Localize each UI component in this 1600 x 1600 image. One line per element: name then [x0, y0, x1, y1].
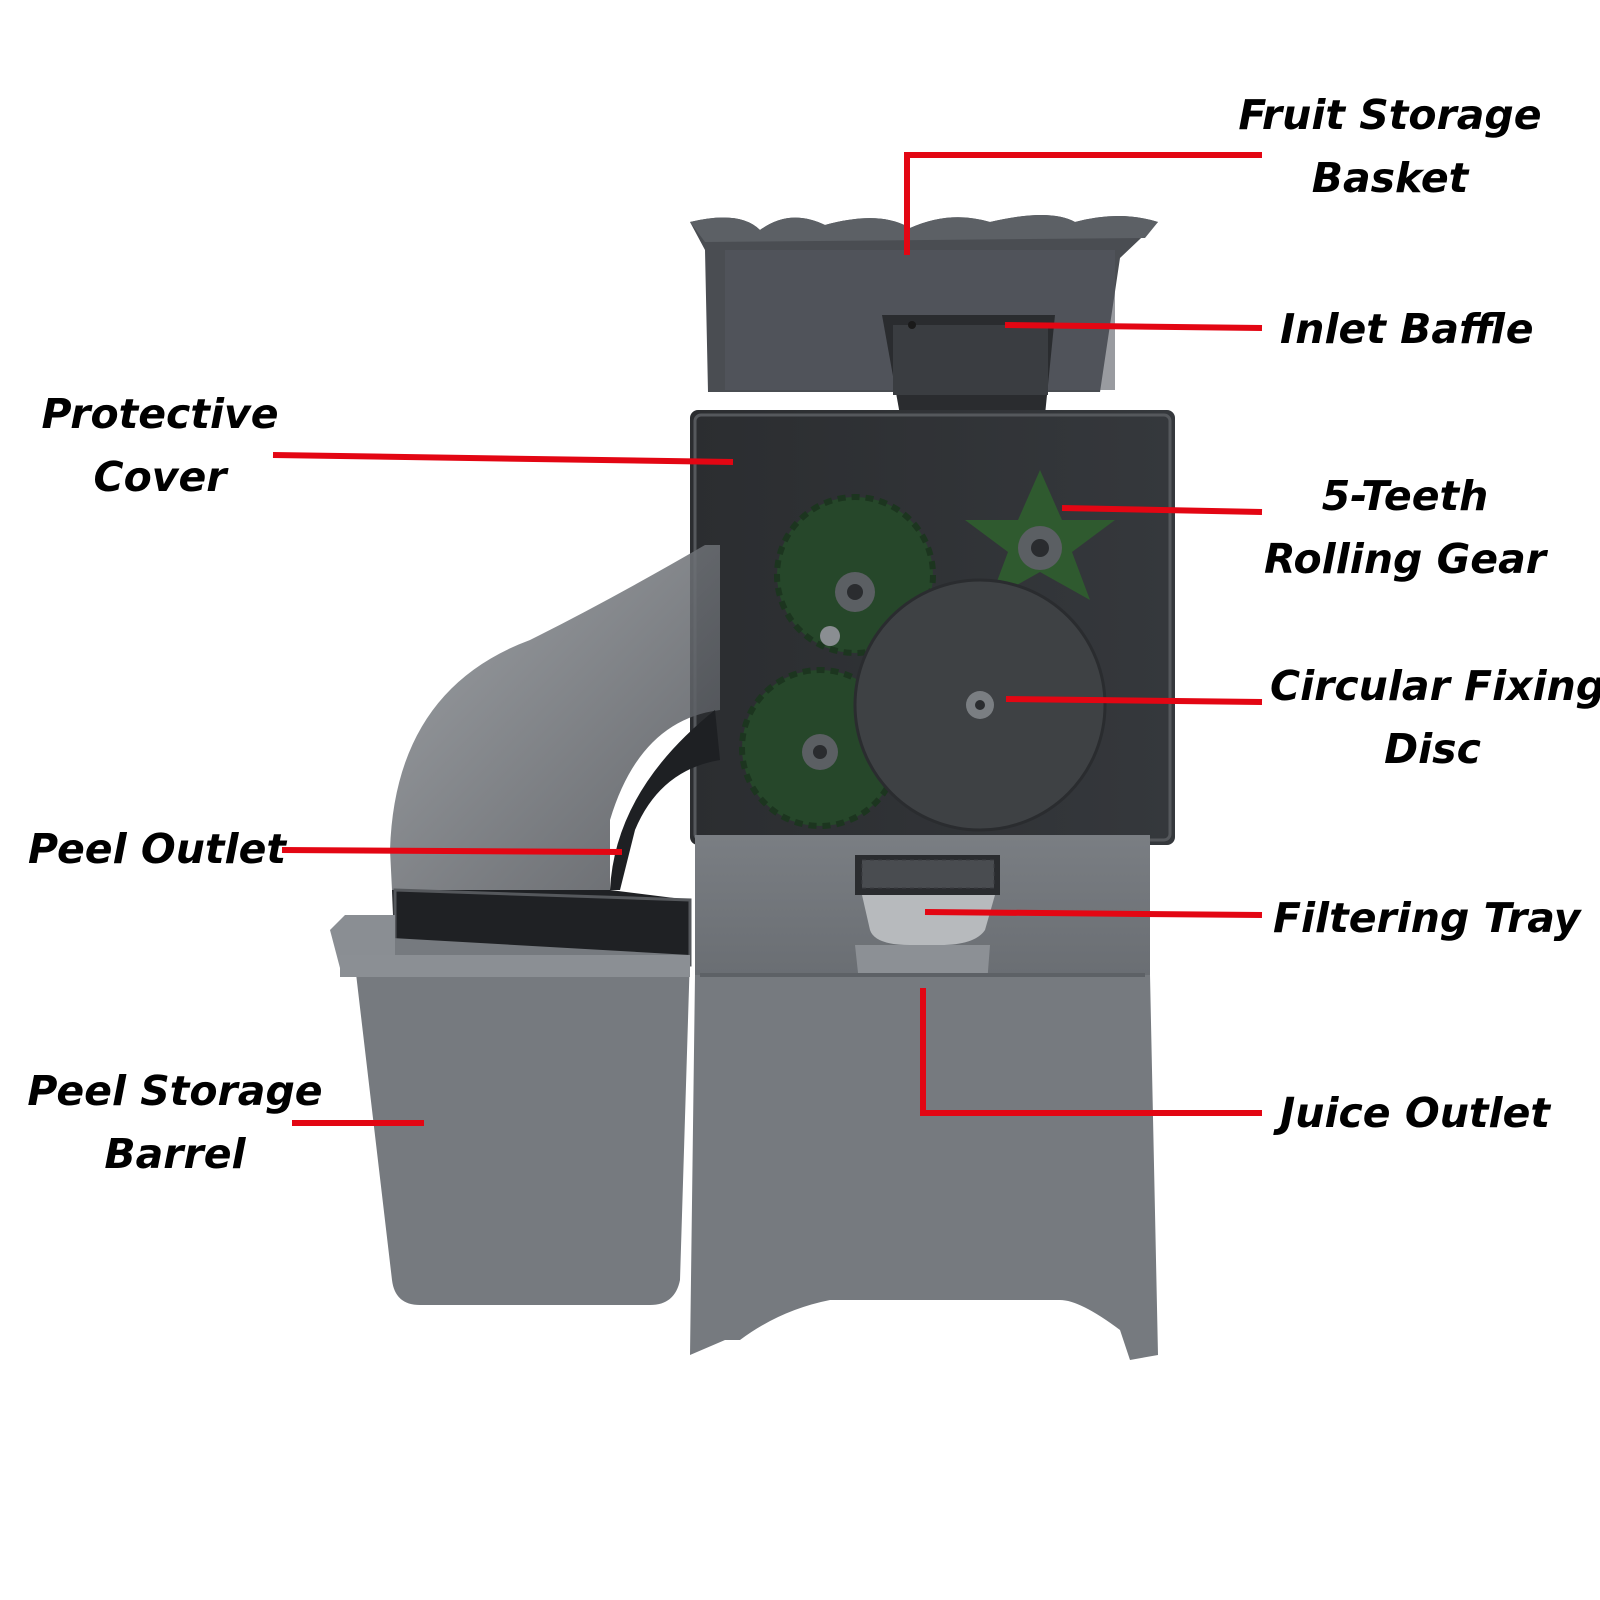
label-juice-outlet: Juice Outlet	[1280, 1089, 1550, 1137]
label-rolling-gear: 5-Teeth Rolling Gear	[1255, 465, 1555, 591]
peel-outlet-shape	[390, 545, 720, 967]
label-rolling-gear-line2: Rolling Gear	[1263, 535, 1546, 583]
label-circular-fixing-disc: Circular Fixing Disc	[1270, 655, 1600, 781]
base-unit-shape	[690, 835, 1158, 1360]
peel-storage-barrel-shape	[330, 915, 690, 1305]
label-peel-storage-barrel: Peel Storage Barrel	[25, 1060, 325, 1186]
label-rolling-gear-line1: 5-Teeth	[1321, 472, 1489, 520]
label-circular-fixing-disc-line2: Disc	[1384, 725, 1481, 773]
label-protective-cover: Protective Cover	[40, 383, 280, 509]
circular-fixing-disc-shape	[853, 578, 1107, 832]
leader-juice-outlet	[920, 988, 1262, 1116]
leader-fruit-storage-basket	[904, 152, 1262, 255]
label-fruit-storage-basket: Fruit Storage Basket	[1235, 84, 1545, 210]
label-protective-cover-line1: Protective	[41, 390, 279, 438]
leader-protective-cover	[272, 452, 734, 465]
leader-circular-fixing-disc	[1005, 696, 1263, 705]
label-peel-storage-barrel-line1: Peel Storage	[27, 1067, 323, 1115]
leader-filtering-tray	[924, 909, 1263, 918]
leader-lines	[272, 152, 1263, 1126]
label-inlet-baffle: Inlet Baffle	[1280, 305, 1534, 353]
inlet-baffle-shape	[882, 315, 1055, 415]
label-filtering-tray: Filtering Tray	[1273, 894, 1581, 942]
label-protective-cover-line2: Cover	[93, 453, 227, 501]
label-fruit-storage-basket-line1: Fruit Storage	[1238, 91, 1542, 139]
leader-peel-outlet	[281, 847, 623, 855]
label-peel-storage-barrel-line2: Barrel	[104, 1130, 246, 1178]
label-circular-fixing-disc-line1: Circular Fixing	[1270, 662, 1600, 710]
leader-rolling-gear	[1061, 505, 1263, 515]
label-fruit-storage-basket-line2: Basket	[1311, 154, 1469, 202]
label-peel-outlet: Peel Outlet	[28, 825, 286, 873]
leader-inlet-baffle	[1004, 322, 1263, 331]
